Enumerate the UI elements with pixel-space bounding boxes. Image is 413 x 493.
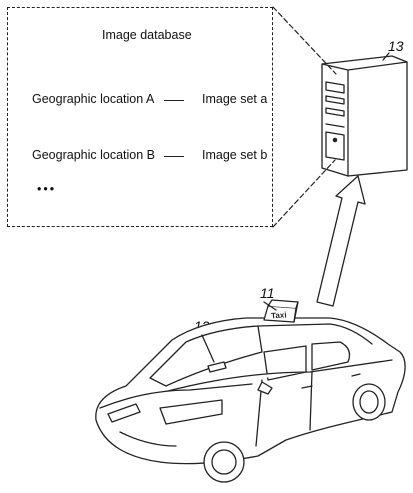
server-icon: [321, 55, 408, 177]
camera-icon: [207, 361, 227, 373]
server-reference-number: 13: [388, 38, 404, 54]
taxi-illustration: [95, 317, 406, 483]
taxi-roof-sign-icon: [263, 299, 299, 323]
upload-arrow: [316, 175, 366, 307]
taxi-sign-text: Taxi: [271, 310, 287, 320]
location-a-label: Geographic location A: [32, 92, 155, 106]
image-set-b-label: Image set b: [202, 148, 268, 162]
image-set-a-label: Image set a: [202, 92, 268, 106]
server-leader-line: [382, 52, 390, 61]
row-a-connector: [164, 100, 184, 101]
taxi-leader-line: [263, 301, 277, 311]
database-title: Image database: [102, 28, 192, 42]
taxi-reference-number: 11: [260, 285, 275, 301]
row-b-connector: [164, 156, 184, 157]
more-entries-ellipsis: •••: [37, 182, 57, 196]
location-b-label: Geographic location B: [32, 148, 155, 162]
image-database-box: [7, 7, 273, 227]
projection-lines: [272, 6, 337, 228]
camera-leader-line: [201, 334, 215, 363]
